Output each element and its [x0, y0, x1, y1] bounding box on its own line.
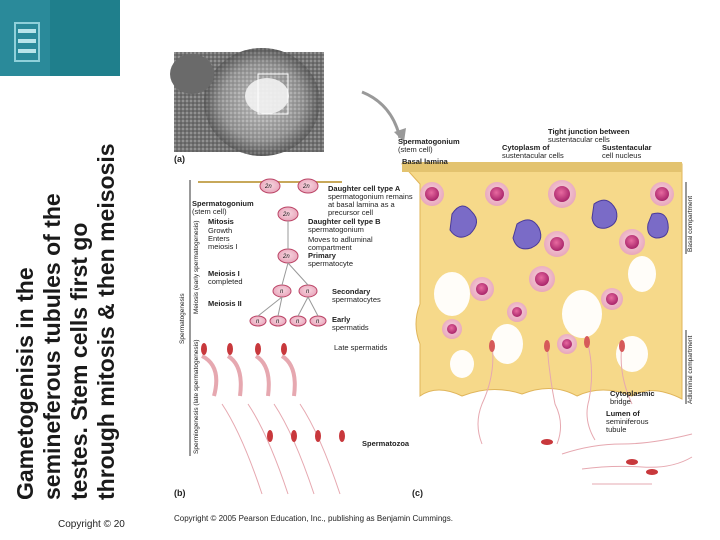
copyright-bottom: Copyright © 2005 Pearson Education, Inc.… — [174, 514, 453, 523]
cell-n-d: n — [276, 319, 280, 325]
title-line-2: semineferous tubules of the — [39, 193, 65, 500]
label-tight-junction: Tight junction between — [548, 127, 630, 136]
label-daughter-b-2: spermatogonium — [308, 225, 364, 234]
label-daughter-a: Daughter cell type A — [328, 184, 401, 193]
magnify-arrow — [361, 90, 402, 139]
label-stem-cell: (stem cell) — [192, 207, 227, 216]
label-bridge: bridge — [610, 397, 631, 406]
panel-b-lineage — [198, 178, 345, 495]
panel-a-label: (a) — [174, 154, 185, 164]
label-cytoplasm: Cytoplasm of — [502, 143, 550, 152]
cell-n-a: n — [280, 289, 284, 295]
label-moves: Moves to adluminal — [308, 235, 373, 244]
label-seminiferous: seminiferous — [606, 417, 649, 426]
slide-title: Gametogenisis in the semineferous tubule… — [12, 76, 120, 500]
cell-n-c: n — [256, 319, 260, 325]
label-sust-nucleus-2: cell nucleus — [602, 151, 641, 160]
label-c-stem-cell: (stem cell) — [398, 145, 433, 154]
panel-c-cells — [420, 180, 674, 354]
label-compartment: compartment — [308, 243, 353, 252]
label-tubule: tubule — [606, 425, 626, 434]
label-mitosis: Mitosis — [208, 217, 234, 226]
micrograph-panel-a — [170, 48, 324, 156]
label-daughter-b: Daughter cell type B — [308, 217, 381, 226]
label-cytoplasmic-bridge: Cytoplasmic — [610, 389, 655, 398]
cell-2n-a: 2n — [264, 184, 272, 190]
label-spermatogonium: Spermatogonium — [192, 199, 254, 208]
side-label-spermiogenesis: Spermiogenesis (late spermatogenesis) — [193, 339, 200, 454]
label-primary: Primary — [308, 251, 337, 260]
label-secondary-2: spermatocytes — [332, 295, 381, 304]
title-line-1: Gametogenisis in the — [12, 267, 38, 500]
label-sust-cells: sustentacular cells — [502, 151, 564, 160]
label-daughter-a-2: spermatogonium remains — [328, 192, 413, 201]
spermatogenesis-figure: (a) — [162, 44, 698, 520]
side-label-basal-compartment: Basal compartment — [687, 196, 694, 252]
label-basal-lamina: Basal lamina — [402, 157, 449, 166]
label-lumen: Lumen of — [606, 409, 640, 418]
label-meiosis-1-completed: completed — [208, 277, 243, 286]
label-daughter-a-4: precursor cell — [328, 208, 373, 217]
title-line-3: testes. Stem cells first go — [66, 222, 92, 500]
label-meiosis-1: Meiosis I — [208, 269, 240, 278]
label-tight-junction-2: sustentacular cells — [548, 135, 610, 144]
copyright-left: Copyright © 20 — [58, 519, 125, 530]
label-growth: Growth — [208, 226, 232, 235]
label-primary-2: spermatocyte — [308, 259, 353, 268]
label-spermatozoa: Spermatozoa — [362, 439, 410, 448]
slide-logo-icon — [14, 22, 40, 62]
side-label-adluminal-compartment: Adluminal compartment — [687, 336, 694, 404]
label-daughter-a-3: at basal lamina as a — [328, 200, 396, 209]
sustentacular-nuclei — [449, 199, 669, 250]
label-enters: Enters — [208, 234, 230, 243]
label-meiosis-i: meiosis I — [208, 242, 238, 251]
label-late-spermatids: Late spermatids — [334, 343, 388, 352]
label-c-spermatogonium: Spermatogonium — [398, 137, 460, 146]
side-label-spermatogenesis: Spermatogenesis — [179, 293, 186, 344]
label-secondary: Secondary — [332, 287, 371, 296]
panel-c-label: (c) — [412, 488, 423, 498]
panel-b-label: (b) — [174, 488, 186, 498]
label-early-2: spermatids — [332, 323, 369, 332]
cell-n-b: n — [306, 289, 310, 295]
cell-2n-d: 2n — [282, 254, 290, 260]
header-decoration-band — [0, 0, 50, 76]
figure-svg: (a) — [170, 48, 694, 498]
panel-c-sperm-heads — [489, 336, 658, 475]
cell-n-e: n — [296, 319, 300, 325]
side-label-meiosis: Meiosis (early spermatogenesis) — [193, 220, 200, 314]
slide-title-area: Gametogenisis in the semineferous tubule… — [0, 76, 125, 500]
title-line-4: through mitosis & then meisosis — [93, 143, 119, 500]
label-meiosis-2: Meiosis II — [208, 299, 242, 308]
label-early: Early — [332, 315, 351, 324]
cell-n-f: n — [316, 319, 320, 325]
label-sust-nucleus: Sustentacular — [602, 143, 652, 152]
cell-2n-b: 2n — [302, 184, 310, 190]
header-decoration-band-right — [50, 0, 120, 76]
cell-2n-c: 2n — [282, 212, 290, 218]
